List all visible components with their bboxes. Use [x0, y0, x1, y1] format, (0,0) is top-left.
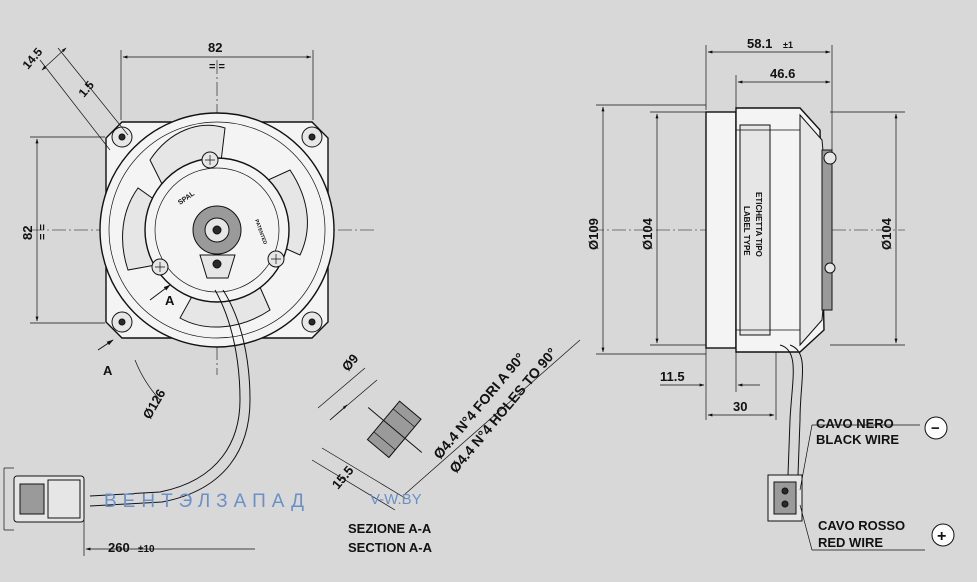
label-type-it: ETICHETTA TIPO — [754, 192, 763, 257]
red-wire-en: RED WIRE — [818, 535, 883, 550]
inner-ring — [108, 121, 326, 339]
svg-text:= =: = = — [37, 224, 49, 240]
black-wire-en: BLACK WIRE — [816, 432, 899, 447]
dim-104-right: Ø104 — [879, 217, 894, 250]
front-view: SPAL PATENTED 82 = = 82 = = 14.5 1.5 — [3, 40, 375, 556]
dim-260: 260 — [108, 540, 130, 555]
dim-109: Ø109 — [586, 218, 601, 250]
side-view: ETICHETTA TIPO LABEL TYPE Ø109 Ø104 Ø104… — [586, 36, 955, 551]
dim-9: Ø9 — [339, 351, 362, 374]
section-mark-a-2: A — [103, 363, 113, 378]
black-wire-it: CAVO NERO — [816, 416, 894, 431]
section-title-en: SECTION A-A — [348, 540, 433, 555]
motor-inner-ring — [154, 167, 280, 293]
motor-cap — [821, 149, 833, 311]
section-a-a: Ø9 15.5 Ø4.4 N°4 FORI A 90° Ø4.4 N°4 HOL… — [311, 339, 581, 555]
plus-icon — [931, 523, 955, 547]
minus-sign: − — [931, 420, 940, 437]
dim-260-tol: ±10 — [138, 544, 155, 555]
mounting-holes — [111, 126, 323, 333]
dim-15-5: 15.5 — [329, 463, 357, 492]
side-flange — [705, 111, 737, 349]
cable-front — [89, 289, 241, 497]
dim-58-1-tol: ±1 — [783, 40, 793, 50]
side-cable — [779, 344, 794, 476]
section-title-it: SEZIONE A-A — [348, 521, 432, 536]
watermark-site: V-W.BY — [370, 491, 422, 508]
dim-58-1: 58.1 — [747, 36, 772, 51]
dim-126: Ø126 — [140, 386, 169, 421]
watermark: ВЕНТЭЛЗАПАД V-W.BY — [104, 491, 422, 512]
dim-104-left: Ø104 — [640, 217, 655, 250]
dim-46-6: 46.6 — [770, 66, 795, 81]
dim-1-5: 1.5 — [76, 78, 98, 100]
plus-sign: + — [937, 528, 946, 545]
dim-30: 30 — [733, 399, 747, 414]
watermark-brand: ВЕНТЭЛЗАПАД — [104, 491, 310, 512]
red-wire-it: CAVO ROSSO — [818, 518, 905, 533]
dim-11-5: 11.5 — [660, 369, 685, 384]
shaft — [212, 225, 222, 235]
svg-text:= =: = = — [209, 61, 225, 73]
dim-82-side: 82 — [20, 226, 35, 240]
label-type-en: LABEL TYPE — [742, 206, 751, 256]
label-area — [739, 124, 771, 336]
hub-screws — [151, 151, 285, 276]
connector-plug — [3, 467, 85, 531]
minus-icon — [924, 416, 948, 440]
dim-14-5: 14.5 — [20, 45, 46, 72]
section-mark-a-1: A — [165, 293, 175, 308]
dim-82-top: 82 — [208, 40, 222, 55]
